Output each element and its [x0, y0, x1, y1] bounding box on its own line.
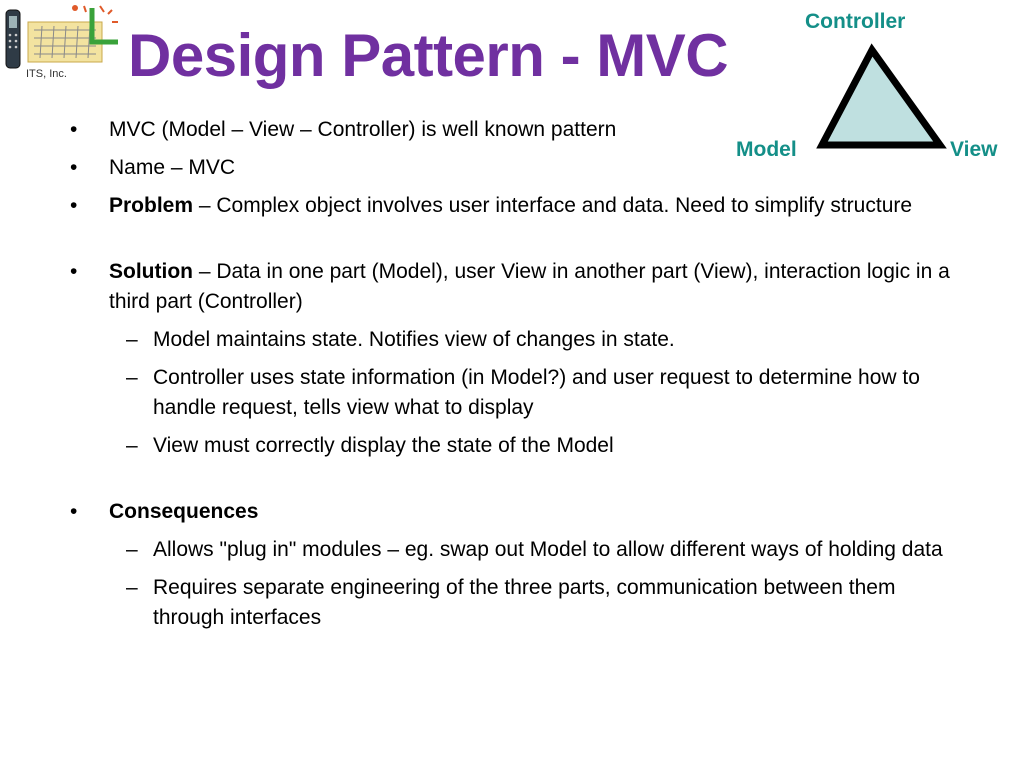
triangle-shape	[816, 43, 947, 149]
bullet-text: Name – MVC	[109, 156, 236, 179]
slide-body: • MVC (Model – View – Controller) is wel…	[68, 115, 968, 641]
bullet-heading: Solution	[109, 260, 193, 283]
bullet-item: • Name – MVC	[68, 153, 968, 183]
sub-bullet-text: Allows "plug in" modules – eg. swap out …	[153, 538, 943, 561]
mvc-triangle-diagram: Controller Model View	[720, 0, 1024, 175]
company-logo: ITS, Inc.	[0, 0, 128, 90]
bullet-item-consequences: • Consequences	[68, 497, 968, 527]
bullet-mark: •	[70, 500, 78, 523]
sub-bullet-text: View must correctly display the state of…	[153, 434, 614, 457]
bullet-mark: •	[70, 260, 78, 283]
bullet-text: – Data in one part (Model), user View in…	[109, 260, 950, 313]
bullet-text: – Complex object involves user interface…	[193, 194, 913, 217]
sub-bullet-mark: –	[126, 538, 138, 561]
sub-bullet-item: – Controller uses state information (in …	[68, 363, 968, 423]
bullet-item-problem: • Problem – Complex object involves user…	[68, 191, 968, 221]
bullet-item: • MVC (Model – View – Controller) is wel…	[68, 115, 968, 145]
logo-graphic	[5, 5, 118, 69]
logo-text: ITS, Inc.	[26, 68, 67, 80]
bullet-item-solution: • Solution – Data in one part (Model), u…	[68, 257, 968, 317]
spacer	[68, 469, 968, 497]
bullet-heading: Problem	[109, 194, 194, 217]
sub-bullet-item: – Allows "plug in" modules – eg. swap ou…	[68, 535, 968, 565]
bullet-mark: •	[70, 118, 78, 141]
sub-bullet-mark: –	[126, 434, 138, 457]
sub-bullet-mark: –	[126, 576, 138, 599]
bullet-text: MVC (Model – View – Controller) is well …	[109, 118, 617, 141]
sub-bullet-text: Model maintains state. Notifies view of …	[153, 328, 675, 351]
slide-title: Design Pattern - MVC	[128, 22, 729, 89]
sub-bullet-item: – Requires separate engineering of the t…	[68, 573, 968, 633]
sub-bullet-mark: –	[126, 366, 138, 389]
bullet-mark: •	[70, 156, 78, 179]
bullet-heading: Consequences	[109, 500, 259, 523]
sub-bullet-text: Controller uses state information (in Mo…	[153, 366, 920, 419]
sub-bullet-item: – View must correctly display the state …	[68, 431, 968, 461]
model-label: Model	[736, 138, 797, 161]
view-label: View	[950, 138, 998, 161]
spacer	[68, 229, 968, 257]
sub-bullet-text: Requires separate engineering of the thr…	[153, 576, 896, 629]
sub-bullet-mark: –	[126, 328, 138, 351]
bullet-mark: •	[70, 194, 78, 217]
controller-label: Controller	[805, 10, 906, 33]
sub-bullet-item: – Model maintains state. Notifies view o…	[68, 325, 968, 355]
